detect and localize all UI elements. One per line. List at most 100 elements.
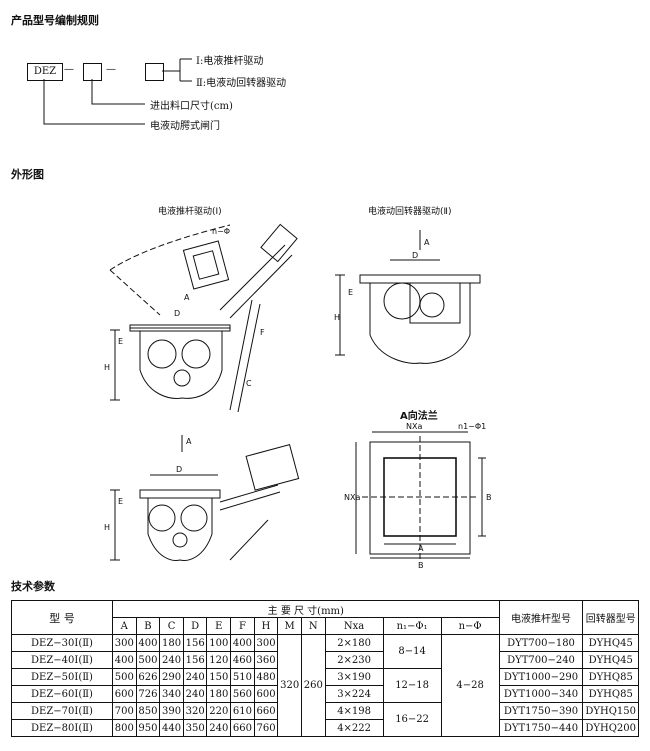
table-row: DEZ−60Ⅰ(Ⅱ) 600 726 340 240 180 560 600 3… [11,685,639,703]
header-col-b: B [135,617,161,635]
cell-model: DEZ−40Ⅰ(Ⅱ) [11,651,113,669]
cell-d: 240 [182,685,208,703]
cell-c: 390 [159,702,184,720]
cell-pushrod: DYT1000−340 [498,685,584,703]
cell-c: 340 [159,685,184,703]
cell-e: 120 [206,651,232,669]
dim-label-a2: A [424,238,430,247]
view1-caption: 电液推杆驱动(Ⅰ) [158,207,222,217]
table-row: DEZ−70Ⅰ(Ⅱ) 700 850 390 320 220 610 660 4… [11,702,639,737]
table-header-row-1: 型 号 主 要 尺 寸(mm) 电液推杆型号 回转器型号 [11,600,639,635]
dim-label-h2: H [334,313,340,322]
cell-f: 610 [230,702,255,720]
code-option-2: Ⅱ:电液动回转器驱动 [196,78,287,89]
dim-label-c: C [246,379,252,388]
cell-pushrod: DYT1000−290 [498,668,584,686]
code-drive-box [145,63,164,81]
cell-d: 350 [182,719,208,737]
header-col-n1phi1: n₁−Φ₁ [382,617,442,635]
cell-n1phi1: 16−22 [382,702,442,737]
table-row: DEZ−30Ⅰ(Ⅱ) 300 400 180 156 100 400 300 3… [11,634,639,737]
cell-rotator: DYHQ85 [582,668,639,686]
dim-label-nphi: n−Φ [212,227,230,236]
cell-h: 300 [253,634,279,652]
cell-model: DEZ−80Ⅰ(Ⅱ) [11,719,113,737]
table-row: DEZ−50Ⅰ(Ⅱ) 500 626 290 240 150 510 480 3… [11,668,639,703]
cell-f: 560 [230,685,255,703]
header-col-e: E [206,617,232,635]
cell-c: 240 [159,651,184,669]
cell-rotator: DYHQ150 [582,702,639,720]
cell-h: 360 [253,651,279,669]
code-prefix: DEZ [33,66,57,77]
code-size-label: 进出料口尺寸(cm) [150,101,233,112]
cell-b: 726 [135,685,161,703]
table-row: DEZ−40Ⅰ(Ⅱ) 400 500 240 156 120 460 360 2… [11,651,639,669]
gate-drawing-rotator: A D E H [334,230,481,364]
cell-model: DEZ−30Ⅰ(Ⅱ) [11,634,113,652]
cell-b: 400 [135,634,161,652]
cell-a: 500 [111,668,137,686]
cell-model: DEZ−50Ⅰ(Ⅱ) [11,668,113,686]
cell-a: 700 [111,702,137,720]
cell-pushrod: DYT700−240 [498,651,584,669]
code-prefix-box: DEZ [27,63,63,81]
header-main-dims: 主 要 尺 寸(mm) [111,600,500,618]
code-type-label: 电液动腭式闸门 [150,121,220,132]
header-col-a: A [111,617,137,635]
flange-caption: A向法兰 [400,411,438,422]
coding-leader-lines [43,58,192,125]
gate-drawing-pushrod-side: n−Φ A D E H F C [104,223,298,413]
view2-caption: 电液动回转器驱动(Ⅱ) [368,207,452,217]
cell-f: 460 [230,651,255,669]
cell-nxa: 2×180 [324,634,384,652]
cell-h: 760 [253,719,279,737]
outline-title: 外形图 [11,168,44,181]
header-model: 型 号 [11,600,113,635]
cell-pushrod: DYT1750−440 [498,719,584,737]
specs-title: 技术参数 [11,580,55,593]
code-dash-2: — [106,64,116,75]
dim-label-d2: D [412,251,418,260]
cell-e: 180 [206,685,232,703]
cell-rotator: DYHQ45 [582,651,639,669]
cell-nxa: 4×222 [324,719,384,737]
cell-d: 156 [182,634,208,652]
cell-nxa: 3×224 [324,685,384,703]
dim-label-a4: A [418,544,424,553]
header-col-d: D [182,617,208,635]
cell-a: 600 [111,685,137,703]
dim-label-e: E [118,337,123,346]
code-option-1: Ⅰ:电液推杆驱动 [196,56,264,67]
cell-d: 240 [182,668,208,686]
dim-label-e2: E [348,288,353,297]
cell-c: 290 [159,668,184,686]
cell-model: DEZ−60Ⅰ(Ⅱ) [11,685,113,703]
dim-label-d3: D [176,465,182,474]
dim-label-f: F [260,328,265,337]
table-row: DEZ−80Ⅰ(Ⅱ) 800 950 440 350 240 660 760 4… [11,719,639,737]
cell-n1phi1: 12−18 [382,668,442,703]
header-col-nphi: n−Φ [440,617,500,635]
dim-label-nxa: NXa [406,422,422,431]
cell-model: DEZ−70Ⅰ(Ⅱ) [11,702,113,720]
cell-e: 150 [206,668,232,686]
cell-nxa: 2×230 [324,651,384,669]
header-rotator: 回转器型号 [582,600,639,635]
dim-label-nxa-side: NXa [344,493,360,502]
cell-m: 320 [277,634,302,737]
coding-title: 产品型号编制规则 [11,14,99,27]
cell-pushrod: DYT700−180 [498,634,584,652]
cell-h: 600 [253,685,279,703]
cell-a: 800 [111,719,137,737]
cell-h: 660 [253,702,279,720]
dim-label-h3: H [104,523,110,532]
cell-nxa: 4×198 [324,702,384,720]
cell-pushrod: DYT1750−390 [498,702,584,720]
dim-label-b4: B [418,561,424,570]
header-col-h: H [253,617,279,635]
header-col-nxa: Nxa [324,617,384,635]
cell-c: 440 [159,719,184,737]
cell-d: 320 [182,702,208,720]
dim-label-n1phi1: n1−Φ1 [458,422,486,431]
